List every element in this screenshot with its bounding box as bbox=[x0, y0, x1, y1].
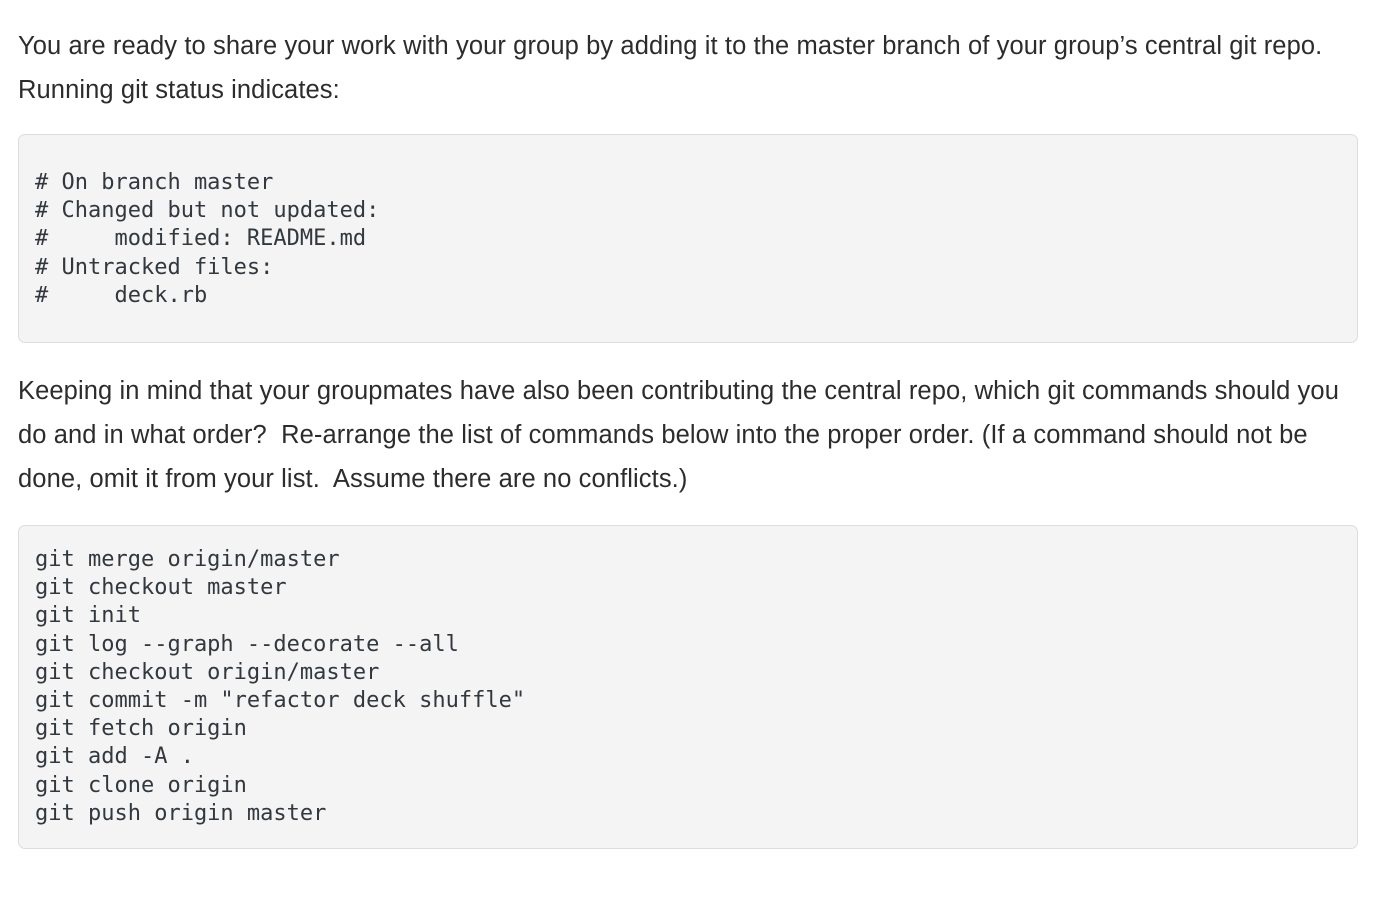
code-line: # modified: README.md bbox=[35, 226, 367, 252]
code-line: git push origin master bbox=[35, 800, 327, 826]
code-line: git add -A . bbox=[35, 744, 194, 770]
code-line: # Changed but not updated: bbox=[35, 198, 380, 224]
code-line: # On branch master bbox=[35, 170, 274, 195]
code-line: # Untracked files: bbox=[35, 254, 274, 280]
git-status-code-block: # On branch master # Changed but not upda… bbox=[18, 134, 1358, 344]
code-line: git merge origin/master bbox=[35, 547, 340, 573]
code-line: git init bbox=[35, 603, 141, 629]
code-line: git fetch origin bbox=[35, 716, 247, 742]
code-line: git commit -m "refactor deck shuffle" bbox=[35, 688, 526, 714]
page-bottom-spacer bbox=[18, 849, 1358, 899]
git-status-code-lines: # On branch master # Changed but not upda… bbox=[35, 169, 1335, 310]
question-body-paragraph: Keeping in mind that your groupmates hav… bbox=[18, 377, 1347, 494]
code-line: git log --graph --decorate --all bbox=[35, 631, 459, 657]
code-line: git checkout master bbox=[35, 575, 287, 601]
question-intro-paragraph: You are ready to share your work with yo… bbox=[18, 32, 1330, 104]
code-line: git checkout origin/master bbox=[35, 659, 380, 685]
code-line: git clone origin bbox=[35, 772, 247, 798]
code-line: # deck.rb bbox=[35, 282, 208, 308]
